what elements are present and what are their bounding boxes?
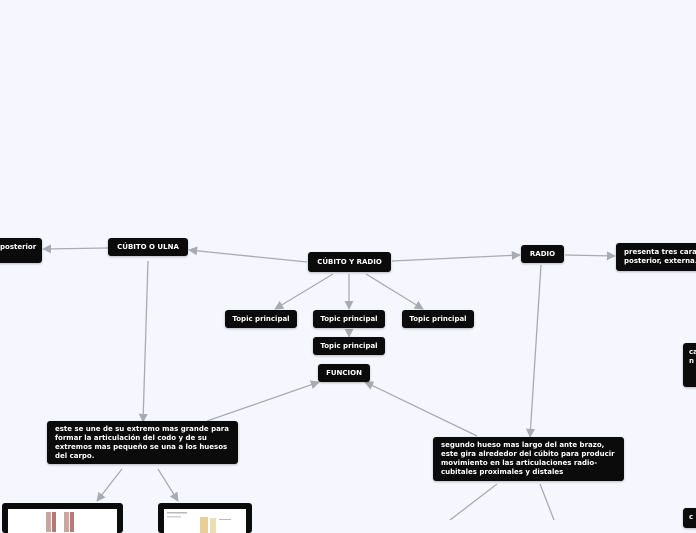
edge-main-topic-right	[366, 274, 423, 309]
bone-image-2	[164, 509, 246, 533]
topic-principal-mid[interactable]: Topic principal	[313, 310, 385, 328]
edge-main-topic-left	[275, 274, 333, 309]
bone-illustration-1	[8, 509, 118, 533]
edge-main-cubito	[189, 250, 307, 262]
topic-principal-right[interactable]: Topic principal	[402, 310, 474, 328]
radio-node[interactable]: RADIO	[521, 245, 564, 263]
edge-radio-desc-funcion	[365, 382, 477, 436]
radio-caras-node[interactable]: presenta tres cara posterior, externa.	[616, 243, 696, 271]
edge-radio-desc	[530, 265, 541, 437]
cubito-node[interactable]: CÚBITO O ULNA	[108, 238, 188, 256]
bone-image-1	[8, 509, 117, 533]
right-partial-node-1[interactable]: ca e n c	[683, 343, 696, 387]
edge-radio-desc-out-left	[450, 484, 497, 520]
edge-radio-desc-out-right	[540, 484, 554, 520]
edge-radio-caras	[565, 255, 615, 256]
edge-cubito-desc-img1	[97, 469, 122, 501]
bone-image-thumbnail-2[interactable]	[158, 503, 252, 533]
right-partial-node-2[interactable]: c	[683, 508, 696, 528]
cubito-description-node[interactable]: este se une de su extremo mas grande par…	[47, 421, 238, 464]
funcion-node[interactable]: FUNCION	[318, 364, 370, 382]
topic-principal-sub[interactable]: Topic principal	[313, 337, 385, 355]
edge-main-radio	[392, 255, 520, 261]
edge-cubito-posterior	[43, 248, 108, 249]
bone-illustration-2	[164, 509, 246, 533]
edge-cubito-desc-img2	[158, 469, 178, 501]
edge-cubito-desc	[143, 261, 148, 422]
main-topic-node[interactable]: CÚBITO Y RADIO	[308, 252, 391, 272]
radio-description-node[interactable]: segundo hueso mas largo del ante brazo, …	[433, 437, 624, 481]
topic-principal-left[interactable]: Topic principal	[225, 310, 297, 328]
posterior-node[interactable]: posterior	[0, 238, 42, 263]
edge-cubito-desc-funcion	[207, 382, 319, 421]
bone-image-thumbnail-1[interactable]	[2, 503, 123, 533]
posterior-label: posterior	[0, 243, 36, 252]
